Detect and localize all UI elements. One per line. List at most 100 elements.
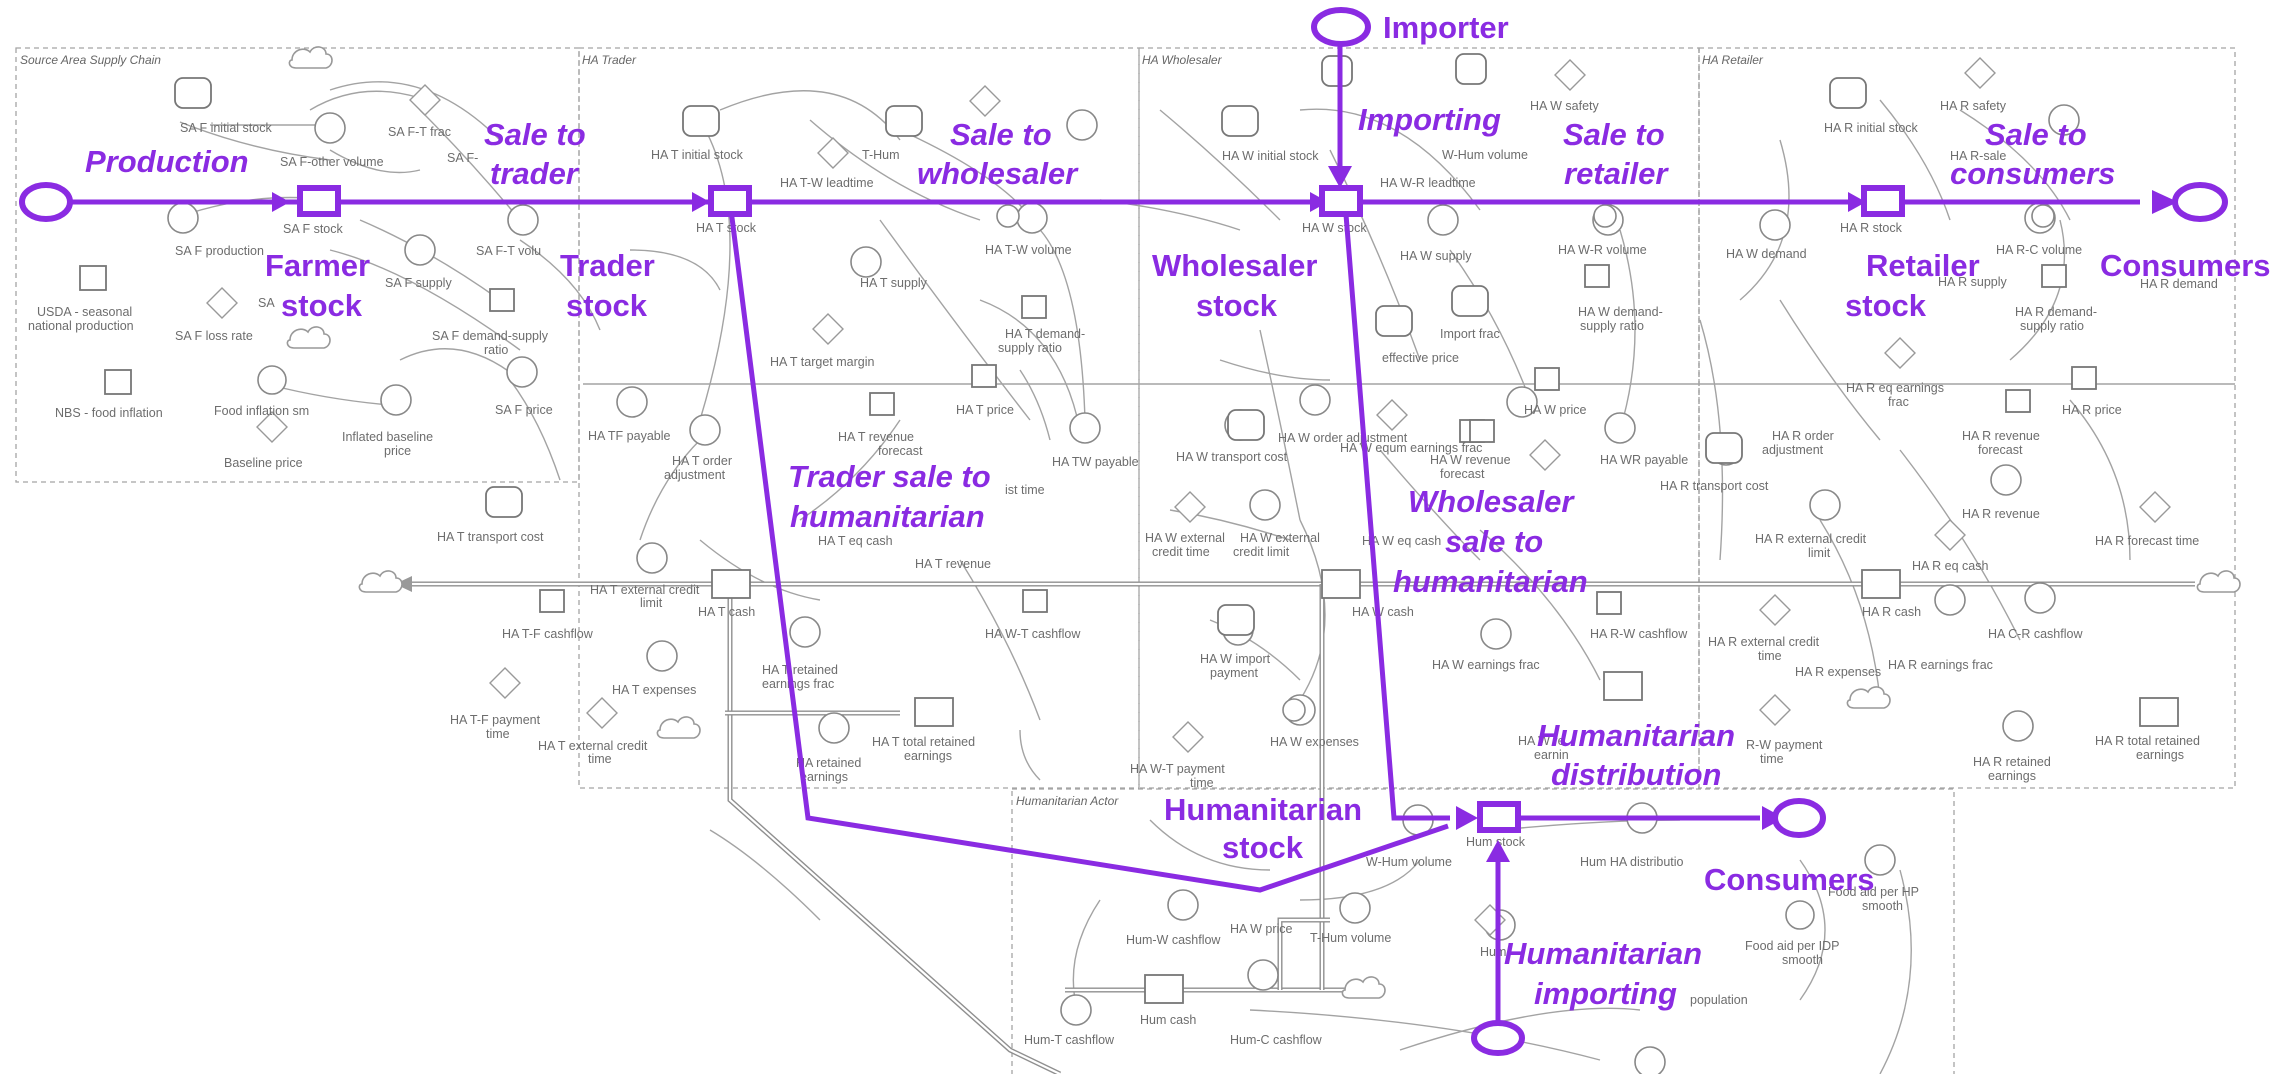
- label-ha-t-revenue-forecast-2: forecast: [878, 444, 923, 458]
- label-ha-r-expenses: HA R expenses: [1795, 665, 1881, 679]
- aux-node: [689, 414, 721, 446]
- label-food-aid-idp-2: smooth: [1782, 953, 1823, 967]
- cloud-icon: [1341, 976, 1386, 999]
- constant-node: [586, 697, 618, 729]
- label-trader-stock-2: stock: [566, 288, 648, 323]
- label-ha-r-price: HA R price: [2062, 403, 2122, 417]
- lookup-icon: [971, 364, 997, 388]
- label-wholesaler-stock-2: stock: [1196, 288, 1278, 323]
- label-ha-t-total-retained-1: HA T total retained: [872, 735, 975, 749]
- label-ha-t-price: HA T price: [956, 403, 1014, 417]
- label-consumers-top: Consumers: [2100, 248, 2271, 283]
- label-ha-r-demand-supply-2: supply ratio: [2020, 319, 2084, 333]
- label-ha-t-w-leadtime: HA T-W leadtime: [780, 176, 874, 190]
- sector-trader-border: [578, 47, 1140, 789]
- wholesaler-stock-box: [1319, 185, 1363, 217]
- label-ha-r-earnings-frac: HA R earnings frac: [1888, 658, 1993, 672]
- label-hum-stock-1: Humanitarian: [1164, 792, 1362, 827]
- lookup-icon: [1534, 367, 1560, 391]
- label-food-aid-idp-1: Food aid per IDP: [1745, 939, 1840, 953]
- cloud-icons: [286, 46, 2241, 999]
- label-r-w-payment-time-1: R-W payment: [1746, 738, 1823, 752]
- aux-node: [1506, 386, 1538, 418]
- label-importing: Importing: [1358, 102, 1501, 137]
- label-ha-w-r-leadtime: HA W-R leadtime: [1380, 176, 1476, 190]
- aux-node: [1990, 464, 2022, 496]
- data-source-icon: [79, 265, 107, 291]
- label-ha-w-price: HA W price: [1524, 403, 1587, 417]
- label-ist-time: ist time: [1005, 483, 1045, 497]
- label-wholesaler-sale-hum-1: Wholesaler: [1408, 484, 1575, 519]
- label-ha-w-earnings-frac: HA W earnings frac: [1432, 658, 1540, 672]
- shadow-var: [1375, 305, 1413, 337]
- aux-node: [167, 202, 199, 234]
- label-ha-r-forecast-time: HA R forecast time: [2095, 534, 2199, 548]
- label-ha-w-t-payment-time-2: time: [1190, 776, 1214, 790]
- label-ha-t-f-cashflow: HA T-F cashflow: [502, 627, 594, 641]
- label-ha-r-ext-credit-time-2: time: [1758, 649, 1782, 663]
- label-ha-t-stock: HA T stock: [696, 221, 757, 235]
- label-ha-t-f-payment-time-2: time: [486, 727, 510, 741]
- constant-node: [1172, 721, 1204, 753]
- label-baseline-price: Baseline price: [224, 456, 303, 470]
- label-ha-r-stock: HA R stock: [1840, 221, 1903, 235]
- label-sa-f-supply: SA F supply: [385, 276, 452, 290]
- constant-node: [1964, 57, 1996, 89]
- arrowhead-retailer: [1848, 192, 1866, 212]
- ha-t-cash-stock: [711, 569, 751, 599]
- data-source-icon: [104, 369, 132, 395]
- label-t-hum-volume: T-Hum volume: [1310, 931, 1391, 945]
- aux-node: [1634, 1046, 1666, 1074]
- cloud-icon: [288, 46, 333, 69]
- label-ha-r-external-credit-limit-1: HA R external credit: [1755, 532, 1867, 546]
- aux-node: [404, 234, 436, 266]
- sector-humanitarian-border: [1011, 788, 1955, 1074]
- trader-stock-box: [708, 185, 752, 217]
- label-sa-f-demand-supply-1: SA F demand-supply: [432, 329, 549, 343]
- label-ha-r-order-adjustment-2: adjustment: [1762, 443, 1824, 457]
- label-ha-t-initial-stock: HA T initial stock: [651, 148, 744, 162]
- label-ha-wr-payable: HA WR payable: [1600, 453, 1688, 467]
- label-ha-w-ext-credit-limit-2: credit limit: [1233, 545, 1290, 559]
- label-wholesaler-stock-1: Wholesaler: [1152, 248, 1317, 283]
- label-farmer-stock-1: Farmer: [265, 248, 370, 283]
- cloud-icon-consumers-top: [2172, 182, 2228, 222]
- label-ha-r-eq-earnings-1: HA R eq earnings: [1846, 381, 1944, 395]
- label-ha-t-external-credit-time-1: HA T external credit: [538, 739, 648, 753]
- ha-w-earnings-stock: [1603, 671, 1643, 701]
- aux-node: [1066, 109, 1098, 141]
- label-ha-c-r-cashflow: HA C-R cashflow: [1988, 627, 2083, 641]
- label-ha-w-r-volume: HA W-R volume: [1558, 243, 1647, 257]
- hum-cash-stock: [1144, 974, 1184, 1004]
- label-ha-r-eq-cash: HA R eq cash: [1912, 559, 1988, 573]
- trader-hum-flow: [727, 201, 1449, 893]
- label-consumers-bottom: Consumers: [1704, 862, 1875, 897]
- label-sa-f-t-frac: SA F-T frac: [388, 125, 451, 139]
- label-ha-t-f-payment-time-1: HA T-F payment: [450, 713, 541, 727]
- label-ha-r-sale: HA R-sale: [1950, 149, 2006, 163]
- label-usda-1: USDA - seasonal: [37, 305, 132, 319]
- aux-node: [2048, 104, 2080, 136]
- purple-clouds: [19, 7, 2228, 1056]
- aux-node: [1167, 889, 1199, 921]
- shadow-var: [1451, 285, 1489, 317]
- label-w-hum-volume: W-Hum volume: [1442, 148, 1528, 162]
- label-sa-f-dash: SA F-: [447, 151, 478, 165]
- label-ha-r-supply: HA R supply: [1938, 275, 2008, 289]
- label-hum-stock: Hum stock: [1466, 835, 1526, 849]
- aux-node: [1427, 204, 1459, 236]
- label-sale-to-consumers-2: consumers: [1950, 156, 2115, 191]
- constant-node: [489, 667, 521, 699]
- arrowhead-importing: [1328, 166, 1352, 188]
- lookup-icon: [2005, 389, 2031, 413]
- label-food-aid-hp-1: Food aid per HP: [1828, 885, 1919, 899]
- label-usda-2: national production: [28, 319, 134, 333]
- smooth-icon: [257, 365, 287, 395]
- label-ha-r-transport-cost: HA R transport cost: [1660, 479, 1769, 493]
- label-ha-t-retained-frac-1: HA T retained: [762, 663, 838, 677]
- constant-node: [1529, 439, 1561, 471]
- label-ha-r-eq-earnings-2: frac: [1888, 395, 1909, 409]
- constant-node: [969, 85, 1001, 117]
- valve-node: [2031, 204, 2055, 228]
- lookup-icon: [1021, 295, 1047, 319]
